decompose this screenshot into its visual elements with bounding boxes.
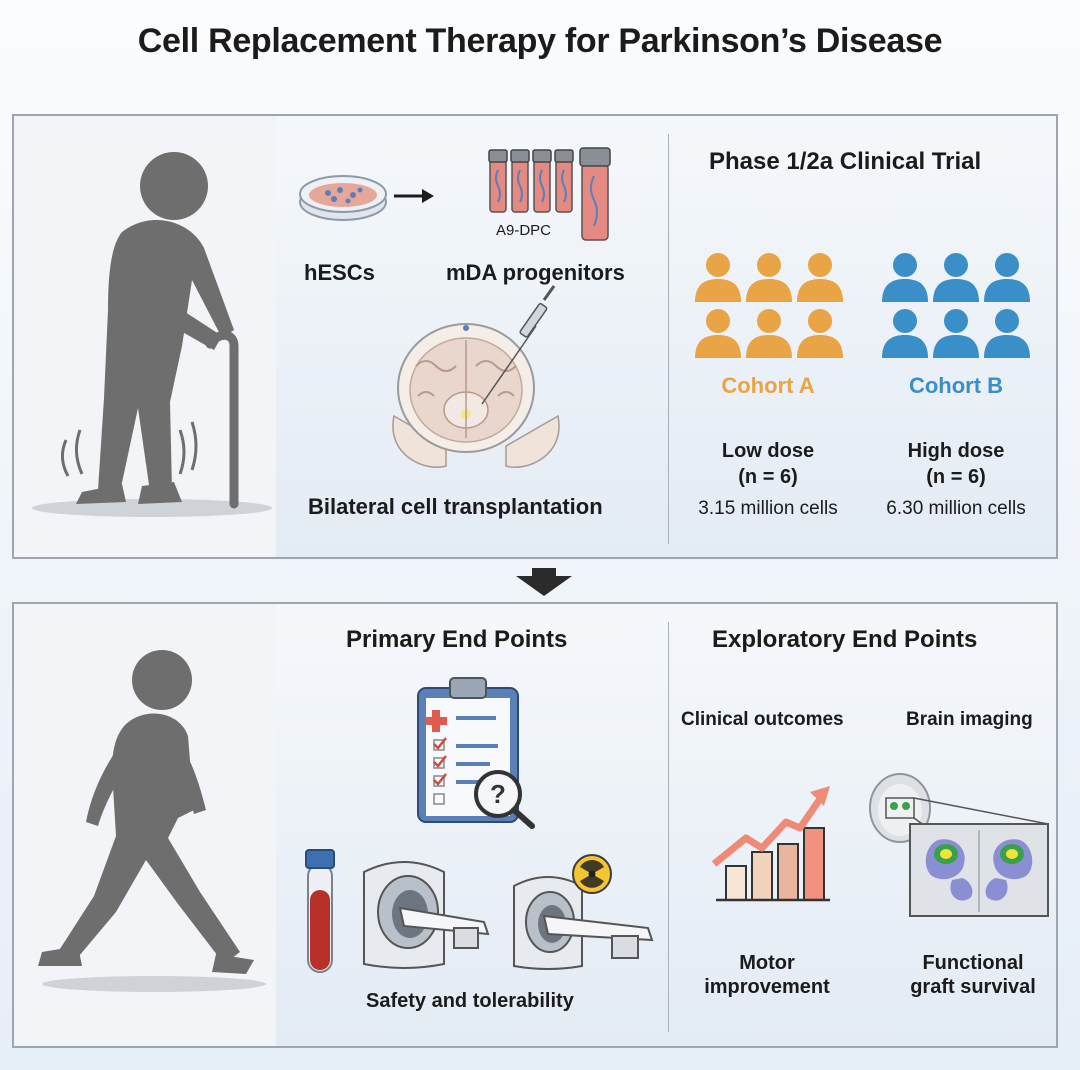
- graft-label-line2: graft survival: [910, 976, 1036, 998]
- primary-endpoints-title: Primary End Points: [346, 626, 568, 653]
- cell-vials-icon: [488, 147, 611, 241]
- brain-scan-image-icon: [869, 773, 1049, 917]
- clipboard-checklist-icon: ?: [417, 677, 535, 829]
- person-icon: [695, 253, 741, 302]
- person-icon: [797, 309, 843, 358]
- arrow-right-icon: [394, 189, 434, 203]
- person-icon: [882, 309, 928, 358]
- figure-title: Cell Replacement Therapy for Parkinson’s…: [137, 22, 943, 60]
- blood-test-tube-icon: [305, 849, 335, 973]
- brain-transplant-icon: [392, 285, 560, 468]
- cohort-a-cells: 3.15 million cells: [698, 498, 838, 519]
- transplant-label: Bilateral cell transplantation: [308, 494, 603, 519]
- person-icon: [984, 309, 1030, 358]
- person-icon: [984, 253, 1030, 302]
- svg-text:?: ?: [490, 779, 506, 809]
- primary-caption: Safety and tolerability: [366, 990, 574, 1012]
- cohort-a-name: Cohort A: [721, 373, 815, 398]
- cohort-b-name: Cohort B: [908, 373, 1004, 398]
- panel-divider: [668, 134, 669, 544]
- progenitors-label: mDA progenitors: [446, 260, 625, 285]
- cohort-a-n: (n = 6): [738, 466, 798, 488]
- cohort-a-dose: Low dose: [721, 440, 815, 462]
- trial-title: Phase 1/2a Clinical Trial: [709, 148, 982, 175]
- vial-label: A9-DPC: [496, 222, 552, 239]
- person-icon: [695, 309, 741, 358]
- cohort-b-dose: High dose: [907, 440, 1005, 462]
- panel-divider: [668, 622, 669, 1032]
- clinical-outcomes-label: Clinical outcomes: [681, 709, 844, 730]
- arrow-down-icon: [516, 568, 572, 596]
- cohort-a-people-icons: [695, 253, 843, 358]
- person-icon: [933, 253, 979, 302]
- cohort-b-people-icons: [882, 253, 1030, 358]
- motor-label-line2: improvement: [704, 976, 830, 998]
- walking-patient-icon: [38, 650, 266, 992]
- rising-bar-chart-icon: [711, 786, 830, 902]
- pet-scanner-icon: [513, 854, 654, 970]
- person-icon: [746, 309, 792, 358]
- cohort-b-cells: 6.30 million cells: [886, 498, 1026, 519]
- person-icon: [746, 253, 792, 302]
- exploratory-endpoints-title: Exploratory End Points: [712, 626, 978, 653]
- person-icon: [882, 253, 928, 302]
- cohort-b-n: (n = 6): [926, 466, 986, 488]
- graft-label-line1: Functional: [922, 952, 1024, 974]
- motor-label-line1: Motor: [739, 952, 795, 974]
- elderly-patient-with-cane-icon: [32, 152, 272, 517]
- mri-scanner-icon: [363, 861, 490, 969]
- person-icon: [797, 253, 843, 302]
- person-icon: [933, 309, 979, 358]
- petri-dish-icon: [299, 175, 387, 221]
- hescs-label: hESCs: [304, 260, 375, 285]
- brain-imaging-label: Brain imaging: [906, 709, 1033, 730]
